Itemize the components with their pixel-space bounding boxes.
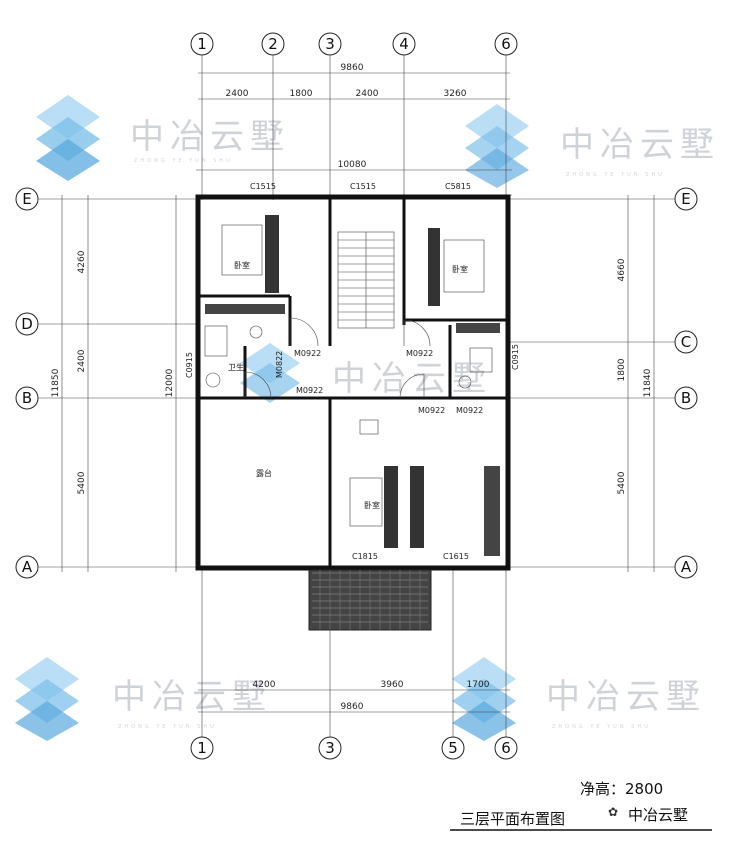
dim-text: 1800 xyxy=(290,89,313,99)
axis-label: 4 xyxy=(399,35,409,53)
credit-text: 中冶云墅 xyxy=(628,806,688,824)
door-label: M0822 xyxy=(275,351,284,378)
axis-label: A xyxy=(22,558,33,576)
plan-labels: C1515 C1515 C5815 C0915 C0915 C1815 C161… xyxy=(185,182,520,561)
room-label: 卧室 xyxy=(452,264,468,274)
dim-text: 2400 xyxy=(356,89,379,99)
terrace-grating xyxy=(308,569,432,631)
watermark-text: 中冶云墅 xyxy=(332,359,492,399)
wechat-icon: ✿ xyxy=(608,805,618,819)
axis-label: 6 xyxy=(501,739,511,757)
watermark-text: 中冶云墅 xyxy=(112,677,272,717)
window-label: C1515 xyxy=(250,182,276,191)
axis-label: 3 xyxy=(325,35,335,53)
window-label: C0915 xyxy=(185,352,194,378)
dimension-left: 11850 4260 2400 5400 12000 xyxy=(51,195,177,572)
window-label: C1615 xyxy=(443,552,469,561)
axis-label: E xyxy=(22,190,31,208)
dim-text: 2400 xyxy=(226,89,249,99)
dim-text: 2400 xyxy=(77,349,87,372)
room-label: 卧室 xyxy=(234,260,250,270)
dim-text: 4260 xyxy=(77,250,87,273)
watermark-logo-icon xyxy=(465,104,529,188)
window-label: C0915 xyxy=(511,344,520,370)
watermark-text: 中冶云墅 xyxy=(560,125,720,165)
axis-label: B xyxy=(22,389,32,407)
dimension-right: 4660 1800 5400 11840 xyxy=(617,195,655,572)
axis-label: 3 xyxy=(325,739,335,757)
room-label: 卧室 xyxy=(364,500,380,510)
dim-text: 3960 xyxy=(381,680,404,690)
staircase xyxy=(337,231,395,329)
dim-text: 11850 xyxy=(51,368,61,397)
plan-title: 三层平面布置图 xyxy=(460,810,565,828)
axis-label: C xyxy=(681,333,691,351)
axis-label: 1 xyxy=(197,739,207,757)
window-label: C1815 xyxy=(352,552,378,561)
room-label: 卫生 xyxy=(228,362,244,372)
dim-text: 4200 xyxy=(253,680,276,690)
window-label: C5815 xyxy=(445,182,471,191)
dimension-bottom: 4200 3960 1700 9860 xyxy=(198,680,510,713)
watermark-text: 中冶云墅 xyxy=(546,677,706,717)
axis-label: 5 xyxy=(448,739,458,757)
dim-text: 5400 xyxy=(617,471,627,494)
door-label: M0922 xyxy=(296,386,323,395)
dim-text: 10080 xyxy=(338,160,367,170)
axis-label: B xyxy=(681,389,691,407)
plan-footer: 净高：2800 三层平面布置图 ✿ 中冶云墅 xyxy=(450,780,712,831)
dim-text: 12000 xyxy=(165,368,175,397)
watermark-subtext: ZHONG YE YUN SHU xyxy=(118,724,217,730)
axis-label: D xyxy=(21,315,33,333)
watermark-logo-icon xyxy=(15,657,79,741)
window-label: C1515 xyxy=(350,182,376,191)
axis-bubbles-left: E D B A xyxy=(15,187,39,579)
watermark-logo-icon xyxy=(36,95,100,181)
door-swings xyxy=(244,317,431,399)
axis-bubbles-bottom: 1 3 5 6 xyxy=(190,736,518,760)
watermark-subtext: ZHONG YE YUN SHU xyxy=(552,724,651,730)
axis-label: 2 xyxy=(268,35,278,53)
watermark-subtext: ZHONG YE YUN SHU xyxy=(134,158,233,164)
furniture xyxy=(204,215,500,556)
door-label: M0922 xyxy=(456,406,483,415)
axis-label: 1 xyxy=(197,35,207,53)
axis-label: E xyxy=(681,190,690,208)
dim-text: 9860 xyxy=(341,63,364,73)
dim-text: 11840 xyxy=(643,368,653,397)
dim-text: 1800 xyxy=(617,358,627,381)
axis-bubbles-right: E C B A xyxy=(674,187,698,579)
axis-lines-horizontal xyxy=(38,198,675,568)
axis-lines-vertical xyxy=(201,55,507,737)
dim-text: 5400 xyxy=(77,471,87,494)
dimension-top: 9860 2400 1800 2400 3260 10080 xyxy=(196,63,512,196)
watermark-logo-icon xyxy=(452,657,516,741)
door-label: M0922 xyxy=(418,406,445,415)
dim-text: 9860 xyxy=(341,702,364,712)
door-label: M0922 xyxy=(294,349,321,358)
axis-label: 6 xyxy=(501,35,511,53)
axis-bubbles-top: 1 2 3 4 6 xyxy=(190,32,518,56)
dim-text: 3260 xyxy=(444,89,467,99)
dim-text: 4660 xyxy=(617,258,627,281)
watermark-logo-icon xyxy=(240,343,300,403)
watermark-subtext: ZHONG YE YUN SHU xyxy=(566,172,665,178)
axis-label: A xyxy=(681,558,692,576)
door-label: M0922 xyxy=(406,349,433,358)
dim-text: 1700 xyxy=(467,680,490,690)
clear-height-label: 净高：2800 xyxy=(580,780,663,798)
room-label: 露台 xyxy=(256,468,272,478)
watermark-text: 中冶云墅 xyxy=(130,117,290,157)
